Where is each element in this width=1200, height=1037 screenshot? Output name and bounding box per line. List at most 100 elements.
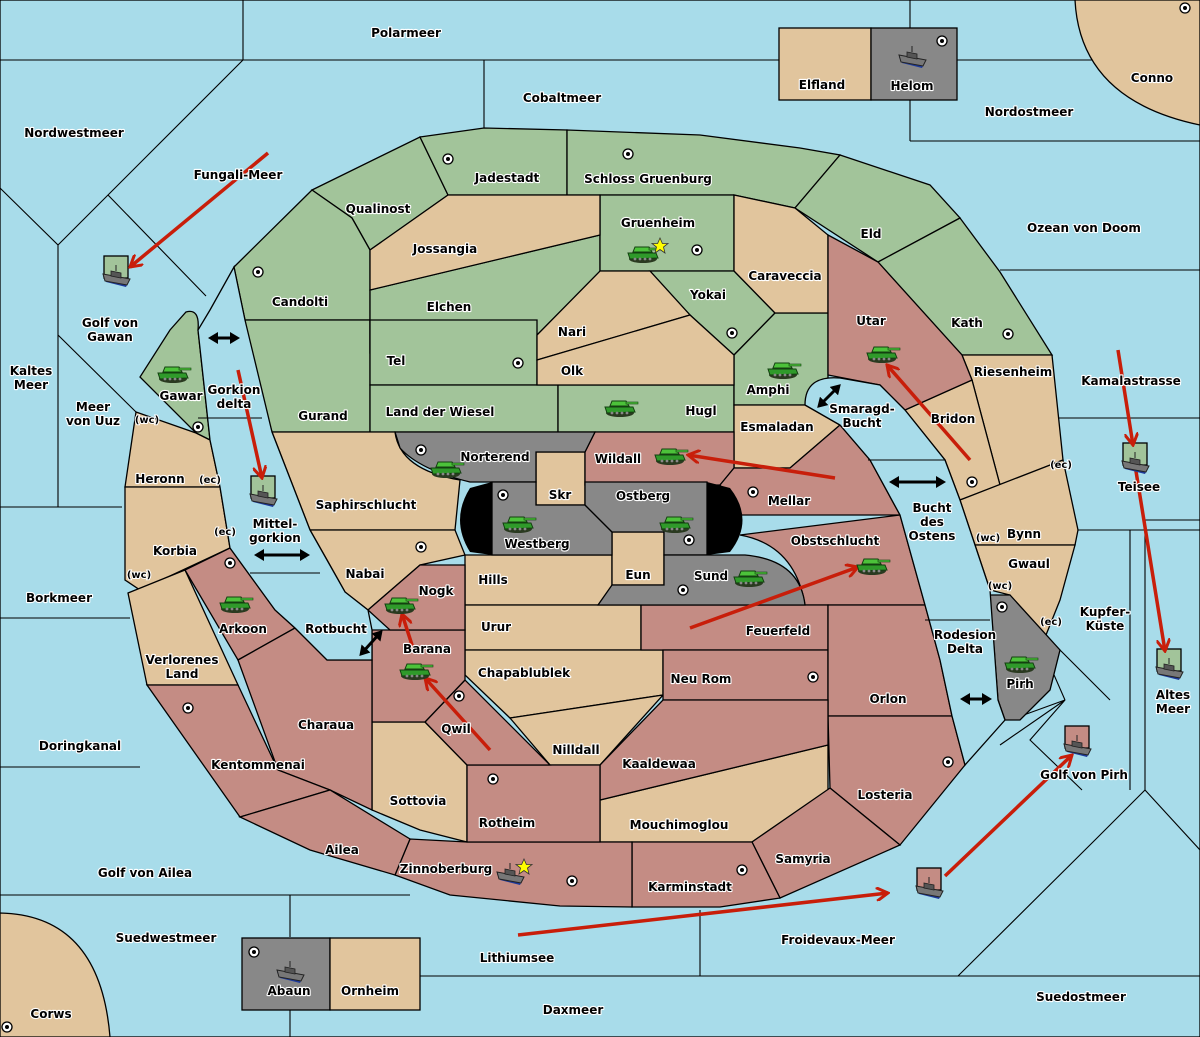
province-utar[interactable] <box>827 233 973 411</box>
province-label: Rotheim <box>479 816 536 830</box>
province-label: Charaua <box>298 718 354 732</box>
province-jossangia[interactable] <box>369 194 601 291</box>
sea-label: Nordwestmeer <box>24 126 124 140</box>
coast-label: (wc) <box>988 581 1012 592</box>
double-arrow-icon <box>359 630 383 656</box>
island-corws[interactable] <box>0 912 111 1037</box>
province-label: Schloss Gruenburg <box>584 172 712 186</box>
move-order-arrow <box>943 755 1072 878</box>
province-label: Helom <box>890 79 933 93</box>
province-label: Olk <box>561 364 584 378</box>
province-label: Riesenheim <box>974 365 1053 379</box>
province-label: Nabai <box>346 567 385 581</box>
province-label: Caraveccia <box>748 269 821 283</box>
province-label: Mouchimoglou <box>630 818 729 832</box>
province-label: Bridon <box>931 412 976 426</box>
supply-center-jadestadt <box>442 153 454 165</box>
province-ailea[interactable] <box>238 789 411 876</box>
sea-label: Gawan <box>87 330 133 344</box>
move-order-arrow <box>236 369 262 478</box>
province-kaaldewaa[interactable] <box>599 699 829 801</box>
province-sund[interactable] <box>596 554 806 606</box>
province-label: Norterend <box>460 450 529 464</box>
province-label: Pirh <box>1006 677 1033 691</box>
province-label: Kath <box>951 316 983 330</box>
province-kentommenai[interactable] <box>145 684 333 818</box>
province-label: Kentommenai <box>211 758 305 772</box>
sea-label: Cobaltmeer <box>523 91 601 105</box>
coast-labels: (wc) (ec) (ec) (wc) (ec) (wc) (wc) (ec) <box>126 414 1073 629</box>
province-tel[interactable] <box>369 319 538 386</box>
province-korbia[interactable] <box>124 486 231 591</box>
province-label: Eun <box>625 568 650 582</box>
province-label: Mellar <box>768 494 810 508</box>
province-label: Urur <box>481 620 511 634</box>
sea-label: Meer <box>1156 702 1190 716</box>
supply-center-karminstadt <box>736 864 748 876</box>
supply-center-sund <box>677 584 689 596</box>
province-label: Utar <box>856 314 886 328</box>
supply-center-mellar <box>747 486 759 498</box>
sea-label: Borkmeer <box>26 591 92 605</box>
move-order-arrow <box>887 365 972 462</box>
move-order-arrow <box>425 678 492 752</box>
sea-label: Ozean von Doom <box>1027 221 1141 235</box>
province-label: Heronn <box>135 472 184 486</box>
province-labels: Elfland Helom Conno Corws Abaun Ornheim … <box>29 70 1174 1022</box>
province-label: Arkoon <box>219 622 267 636</box>
sea-label: Golf von <box>82 316 138 330</box>
province-label: Land der Wiesel <box>386 405 495 419</box>
province-label: Tel <box>387 354 406 368</box>
connection-arrows <box>208 332 992 705</box>
move-order-arrow <box>1133 464 1165 651</box>
province-label: Qualinost <box>346 202 411 216</box>
province-gruenheim[interactable] <box>599 194 735 272</box>
province-label: Feuerfeld <box>746 624 811 638</box>
province-label: Neu Rom <box>671 672 732 686</box>
province-label: Candolti <box>272 295 328 309</box>
supply-center-corws <box>1 1021 13 1033</box>
province-label: Gurand <box>298 409 348 423</box>
province-label: Chapablublek <box>478 666 571 680</box>
province-label: Bynn <box>1007 527 1041 541</box>
province-label: Skr <box>549 488 572 502</box>
province-label: Amphi <box>746 383 789 397</box>
province-rotheim[interactable] <box>466 764 601 843</box>
supply-center-ostberg <box>683 534 695 546</box>
province-label: Nogk <box>419 584 455 598</box>
province-label: Zinnoberburg <box>400 862 492 876</box>
province-label: Saphirschlucht <box>316 498 417 512</box>
move-order-arrow <box>402 614 415 649</box>
order-arrows <box>130 151 1165 937</box>
sea-label: Golf von Ailea <box>98 866 192 880</box>
sea-label: Gorkion <box>208 383 261 397</box>
supply-center-abaun <box>248 946 260 958</box>
province-label: Obstschlucht <box>791 534 880 548</box>
province-label: Nilldall <box>552 743 599 757</box>
supply-center-westberg <box>497 489 509 501</box>
sea-label: Polarmeer <box>371 26 441 40</box>
supply-center-losteria <box>942 756 954 768</box>
move-order-arrow <box>1116 349 1133 445</box>
supply-center-tel <box>512 357 524 369</box>
island-conno[interactable] <box>1074 0 1200 126</box>
supply-center-pirh <box>996 601 1008 613</box>
sea-label: Ostens <box>909 529 956 543</box>
province-label: Elfland <box>799 78 845 92</box>
province-losteria[interactable] <box>827 715 966 846</box>
supply-center-qwil <box>453 690 465 702</box>
province-olk[interactable] <box>536 314 735 386</box>
province-label: Conno <box>1131 71 1173 85</box>
supply-center-kentommenai <box>182 702 194 714</box>
continent <box>124 127 1079 908</box>
province-elfland[interactable] <box>778 27 872 101</box>
sea-label: Froidevaux-Meer <box>781 933 895 947</box>
supply-center-kath <box>1002 328 1014 340</box>
province-label: Eld <box>861 227 882 241</box>
province-nogk[interactable] <box>367 564 466 631</box>
province-label: Elchen <box>427 300 472 314</box>
province-label: Qwil <box>441 722 471 736</box>
province-ornheim[interactable] <box>329 937 421 1011</box>
sea-label: Bucht <box>842 416 881 430</box>
